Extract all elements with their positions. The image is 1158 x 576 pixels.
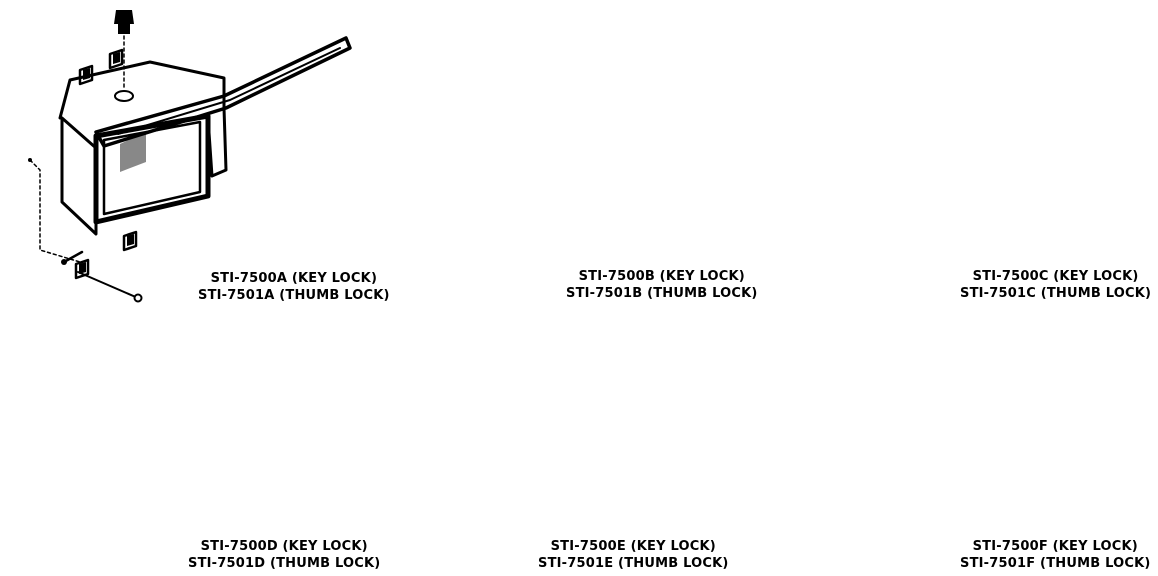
caption-f-key-lock: STI-7500F (KEY LOCK) bbox=[972, 539, 1138, 554]
caption-a-key-lock: STI-7500A (KEY LOCK) bbox=[210, 271, 378, 286]
caption-b-key-lock: STI-7500B (KEY LOCK) bbox=[578, 269, 745, 284]
caption-panel-b: STI-7500B (KEY LOCK) STI-7501B (THUMB LO… bbox=[566, 268, 758, 302]
caption-a-thumb-lock: STI-7501A (THUMB LOCK) bbox=[198, 288, 390, 303]
caption-d-thumb-lock: STI-7501D (THUMB LOCK) bbox=[188, 556, 381, 571]
caption-e-key-lock: STI-7500E (KEY LOCK) bbox=[550, 539, 716, 554]
enclosure-a-illustration bbox=[28, 10, 352, 303]
caption-e-thumb-lock: STI-7501E (THUMB LOCK) bbox=[538, 556, 729, 571]
caption-panel-a: STI-7500A (KEY LOCK) STI-7501A (THUMB LO… bbox=[198, 270, 390, 304]
caption-f-thumb-lock: STI-7501F (THUMB LOCK) bbox=[960, 556, 1151, 571]
caption-d-key-lock: STI-7500D (KEY LOCK) bbox=[200, 539, 368, 554]
caption-panel-c: STI-7500C (KEY LOCK) STI-7501C (THUMB LO… bbox=[960, 268, 1151, 302]
caption-panel-d: STI-7500D (KEY LOCK) STI-7501D (THUMB LO… bbox=[188, 538, 380, 572]
caption-b-thumb-lock: STI-7501B (THUMB LOCK) bbox=[566, 286, 758, 301]
caption-panel-e: STI-7500E (KEY LOCK) STI-7501E (THUMB LO… bbox=[538, 538, 729, 572]
caption-c-thumb-lock: STI-7501C (THUMB LOCK) bbox=[960, 286, 1152, 301]
caption-panel-f: STI-7500F (KEY LOCK) STI-7501F (THUMB LO… bbox=[960, 538, 1151, 572]
caption-c-key-lock: STI-7500C (KEY LOCK) bbox=[972, 269, 1139, 284]
conduit-plug-icon bbox=[114, 10, 134, 91]
